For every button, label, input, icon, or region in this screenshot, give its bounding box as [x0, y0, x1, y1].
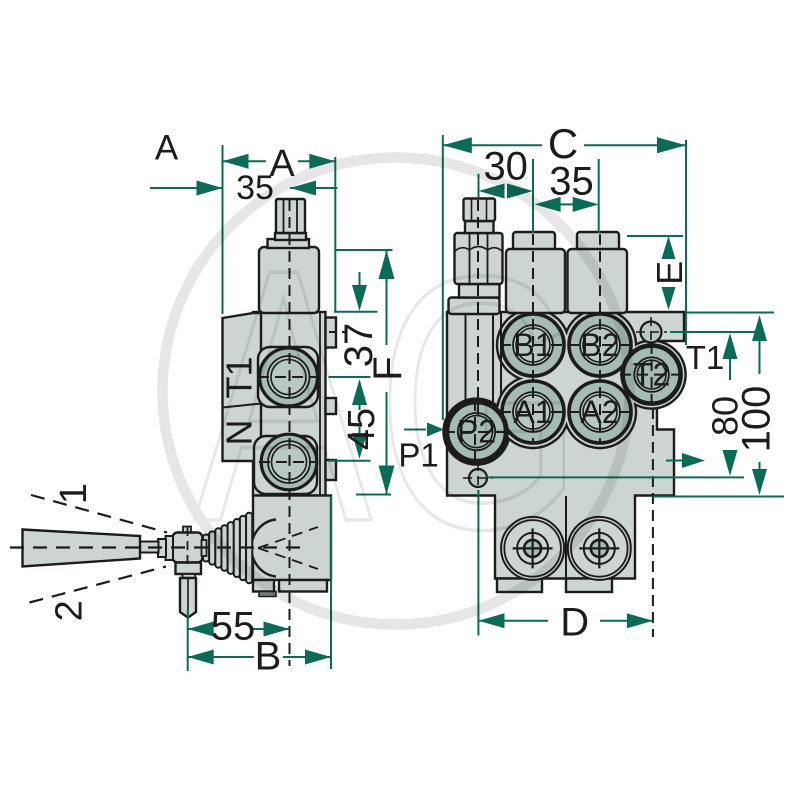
svg-text:A2: A2: [580, 394, 619, 430]
svg-text:B2: B2: [580, 327, 619, 363]
svg-text:45: 45: [341, 408, 383, 450]
svg-text:T1: T1: [219, 356, 260, 398]
svg-text:P1: P1: [398, 437, 438, 474]
svg-text:N: N: [219, 420, 260, 446]
svg-text:B1: B1: [513, 327, 552, 363]
svg-text:1: 1: [53, 483, 95, 504]
svg-text:F: F: [366, 356, 410, 380]
svg-text:55: 55: [211, 605, 256, 649]
svg-text:G: G: [376, 202, 583, 604]
svg-text:A1: A1: [513, 394, 552, 430]
svg-text:37: 37: [337, 323, 381, 368]
svg-text:35: 35: [549, 160, 594, 204]
svg-text:E: E: [649, 261, 690, 285]
svg-text:T2: T2: [633, 357, 670, 393]
svg-text:80: 80: [705, 396, 746, 436]
svg-text:A: A: [194, 195, 373, 597]
svg-text:B: B: [255, 634, 282, 678]
svg-text:P2: P2: [457, 414, 496, 450]
svg-text:C: C: [548, 120, 578, 167]
svg-text:D: D: [560, 601, 589, 645]
svg-text:2: 2: [49, 600, 91, 621]
svg-text:A: A: [155, 129, 179, 168]
svg-text:100: 100: [735, 386, 779, 453]
svg-text:T1: T1: [686, 339, 725, 376]
